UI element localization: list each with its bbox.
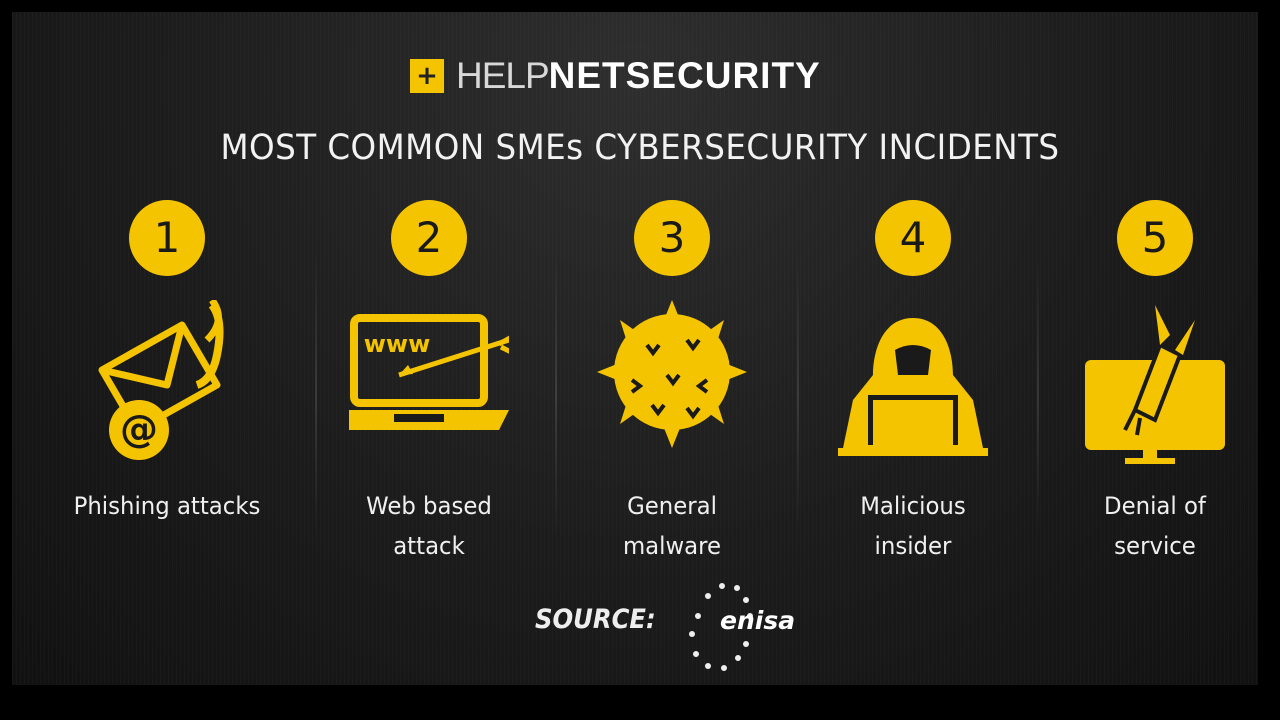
virus-icon xyxy=(597,300,747,448)
rank-badge: 5 xyxy=(1117,200,1193,276)
logo-help-text: HELP xyxy=(456,55,550,96)
rank-badge: 4 xyxy=(875,200,951,276)
enisa-text: enisa xyxy=(720,606,796,635)
page-title: MOST COMMON SMEs CYBERSECURITY INCIDENTS xyxy=(220,128,1060,168)
envelope-hook-icon: @ xyxy=(98,300,224,460)
logo-netsecurity-text: NETSECURITY xyxy=(548,55,821,96)
logo-plus-icon: + xyxy=(410,59,444,93)
svg-text:www: www xyxy=(364,330,431,358)
rank-badge: 2 xyxy=(391,200,467,276)
monitor-bomb-icon xyxy=(1085,305,1225,464)
eu-stars-icon xyxy=(689,583,753,671)
source-label: SOURCE: xyxy=(535,604,656,635)
laptop-www-arrow-icon: www xyxy=(349,314,509,430)
divider xyxy=(1037,250,1039,540)
rank-badge: 1 xyxy=(129,200,205,276)
divider xyxy=(555,250,557,540)
divider xyxy=(797,250,799,540)
rank-badge: 3 xyxy=(634,200,710,276)
hooded-hacker-icon xyxy=(838,318,988,456)
svg-text:@: @ xyxy=(120,407,158,451)
incident-label: Phishing attacks xyxy=(73,492,261,520)
divider xyxy=(315,250,317,540)
incident-item-phishing: 1 @ Phishing attacks xyxy=(47,200,287,520)
enisa-logo: enisa xyxy=(682,578,796,673)
